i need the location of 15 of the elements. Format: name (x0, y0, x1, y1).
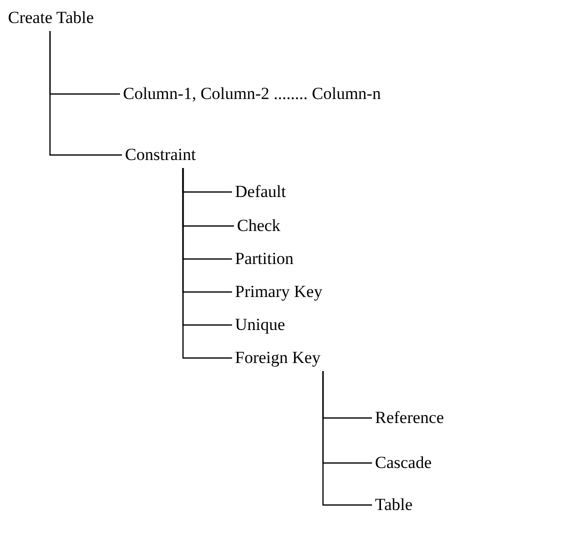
tree-connector (182, 168, 232, 359)
node-label: Create Table (8, 8, 94, 28)
node-label: Partition (235, 249, 294, 269)
node-label: Reference (375, 408, 444, 428)
node-label: Cascade (375, 453, 432, 473)
tree-connector (49, 31, 122, 156)
node-label: Column-1, Column-2 ........ Column-n (123, 84, 381, 104)
tree-connector (322, 371, 372, 506)
node-label: Primary Key (235, 282, 322, 302)
node-label: Table (375, 495, 413, 515)
node-label: Default (235, 182, 286, 202)
node-label: Unique (235, 315, 286, 335)
node-label: Check (237, 216, 280, 236)
node-label: Foreign Key (235, 348, 320, 368)
node-label: Constraint (125, 145, 196, 165)
